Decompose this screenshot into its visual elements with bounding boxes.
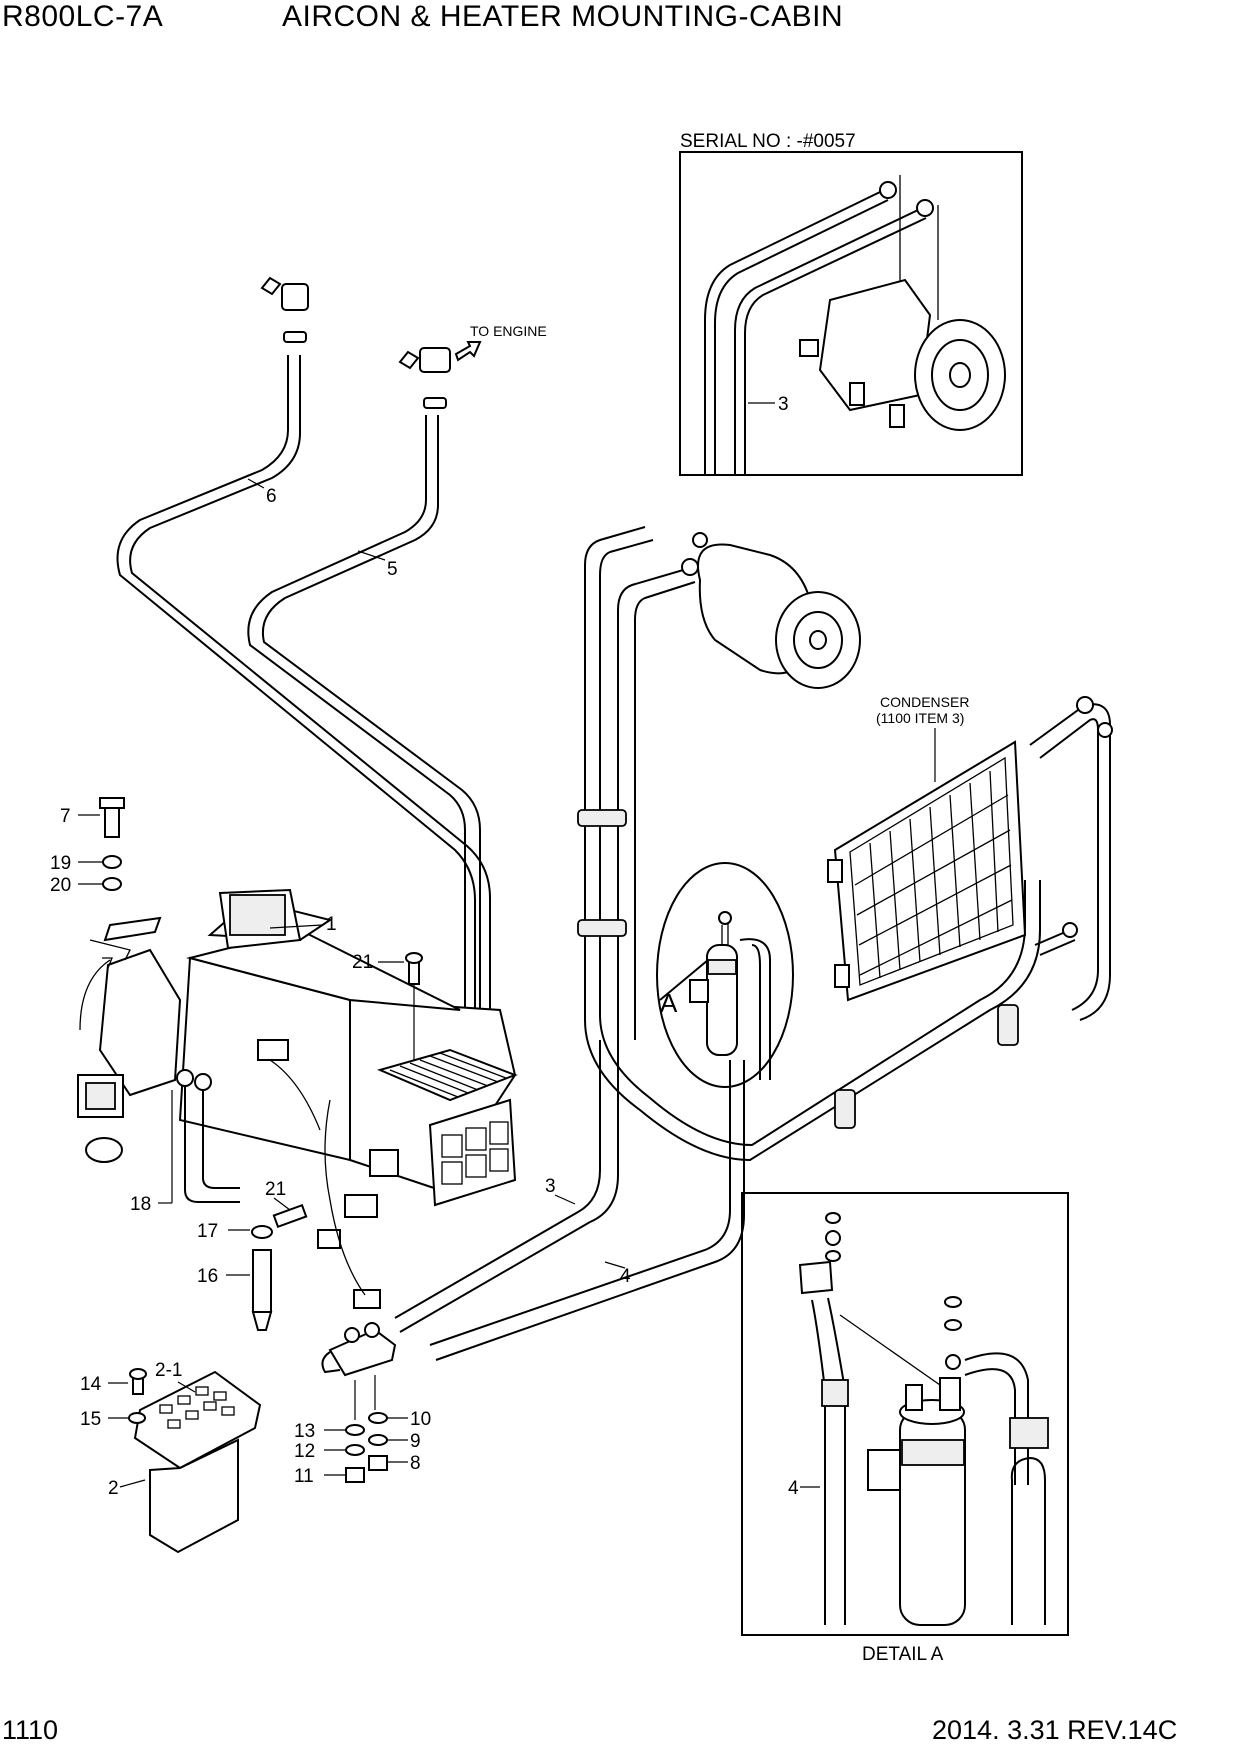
callout-19: 19	[50, 853, 71, 874]
inset-pipe-a	[704, 191, 881, 475]
inset-compressor	[799, 278, 1006, 431]
page-title: AIRCON & HEATER MOUNTING-CABIN	[282, 0, 844, 33]
serial-label: SERIAL NO : -#0057	[680, 131, 856, 152]
control-panel: 14 15 2 2-1	[80, 1360, 262, 1554]
detail-marker-a: A	[660, 988, 678, 1018]
callout-11: 11	[294, 1466, 314, 1487]
inset-pipe-b	[714, 199, 889, 475]
serial-inset-frame	[679, 151, 1023, 476]
callout-6: 6	[266, 486, 277, 507]
callout-13: 13	[294, 1421, 315, 1442]
callout-9: 9	[410, 1431, 421, 1452]
inset-pipe-d	[744, 217, 927, 475]
pipe-clamp-1	[577, 809, 627, 827]
heater-valve-2	[398, 341, 482, 409]
serial-inset: SERIAL NO : -#0057 3	[679, 131, 1023, 476]
callout-4-detail: 4	[788, 1478, 799, 1499]
callout-2-1: 2-1	[155, 1360, 182, 1381]
condenser-label-line1: CONDENSER	[880, 694, 969, 710]
callout-20: 20	[50, 875, 71, 896]
pipe-clamp-4	[834, 1089, 856, 1129]
detail-a-inset: 4 DETAIL A	[741, 1192, 1069, 1665]
callout-8: 8	[410, 1453, 421, 1474]
compressor	[681, 532, 861, 689]
callout-3-inset: 3	[778, 394, 789, 415]
to-engine-label: TO ENGINE	[470, 323, 547, 339]
callout-10: 10	[410, 1409, 431, 1430]
inset-pipe-c	[734, 209, 919, 475]
callout-15: 15	[80, 1409, 101, 1430]
callout-2: 2	[108, 1478, 119, 1499]
lower-hardware: 21 17 16 18	[130, 1090, 308, 1331]
callout-18: 18	[130, 1194, 151, 1215]
callout-21-top: 21	[352, 952, 373, 973]
callout-7: 7	[60, 806, 71, 827]
callout-17: 17	[197, 1221, 218, 1242]
inset-fitting-1	[879, 181, 897, 199]
inset-fitting-2	[916, 199, 934, 217]
heater-pipes: TO ENGINE 6 5	[116, 276, 547, 1070]
pipe-clamp-2	[577, 919, 627, 937]
callout-4-main: 4	[620, 1266, 631, 1287]
hvac-unit	[77, 888, 518, 1309]
condenser-label-line2: (1100 ITEM 3)	[876, 710, 964, 726]
callout-1: 1	[326, 914, 337, 935]
condenser: CONDENSER (1100 ITEM 3)	[827, 694, 1113, 1021]
pipe-joint: 13 12 11 10 9 8	[294, 1322, 431, 1487]
callout-14: 14	[80, 1374, 102, 1395]
detail-a-caption: DETAIL A	[862, 1644, 944, 1665]
revision-info: 2014. 3.31 REV.14C	[932, 1715, 1178, 1745]
page-number: 1110	[2, 1715, 59, 1745]
receiver-drier: A	[656, 862, 794, 1088]
callout-21-bottom: 21	[265, 1179, 286, 1200]
top-hardware: 7 19 20 21 1	[50, 797, 423, 1060]
callout-16: 16	[197, 1266, 218, 1287]
callout-5: 5	[387, 559, 398, 580]
detail-a-frame	[741, 1192, 1069, 1636]
refrigerant-lines: 3 4	[394, 526, 1041, 1361]
callout-3-main: 3	[545, 1176, 556, 1197]
callout-12: 12	[294, 1441, 315, 1462]
model-name: R800LC-7A	[2, 0, 164, 33]
heater-valve-1	[260, 276, 309, 343]
pipe-clamp-3	[997, 1004, 1019, 1046]
